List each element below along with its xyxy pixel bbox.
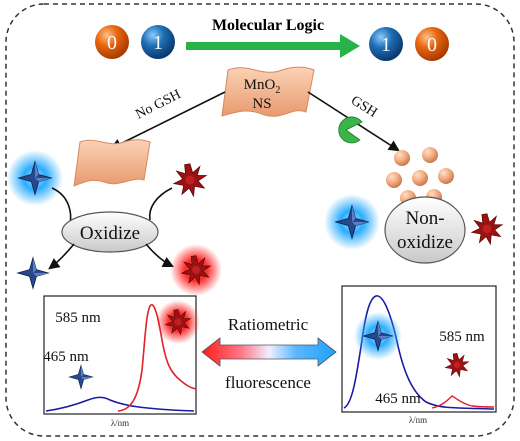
left-peak-465-label: 465 nm bbox=[43, 349, 89, 365]
mno2-nanosheet: MnO2 NS bbox=[221, 66, 315, 117]
right-spectrum-panel: 585 nm 465 nm λ/nm bbox=[341, 285, 497, 425]
nonoxidize-label-line2: oxidize bbox=[397, 232, 453, 253]
red-burst-icon-right bbox=[471, 213, 503, 245]
oxidize-ellipse bbox=[61, 211, 159, 253]
nonoxidize-label-line1: Non- bbox=[405, 208, 444, 229]
no-gsh-label: No GSH bbox=[133, 87, 183, 122]
ratiometric-double-arrow bbox=[201, 337, 337, 367]
ratiometric-section: Ratiometric fluorescence bbox=[201, 315, 337, 392]
output-ball-1 bbox=[369, 27, 403, 61]
output-ball-0 bbox=[415, 27, 449, 61]
right-peak-465-label: 465 nm bbox=[375, 391, 421, 407]
left-peak-585-label: 585 nm bbox=[55, 310, 101, 326]
ns-label: NS bbox=[252, 96, 271, 112]
logic-arrow bbox=[186, 34, 360, 58]
mno2-label: MnO2 bbox=[244, 77, 281, 96]
fluorescence-label: fluorescence bbox=[225, 373, 311, 392]
input-ball-0-label: 0 bbox=[107, 32, 117, 54]
right-peak-585-label: 585 nm bbox=[439, 329, 485, 345]
left-spectrum-blue-curve bbox=[45, 396, 195, 412]
input-ball-1 bbox=[141, 25, 175, 59]
ratiometric-label: Ratiometric bbox=[228, 315, 309, 334]
nonoxidize-ellipse bbox=[384, 196, 466, 264]
left-spectrum-red-curve bbox=[117, 303, 197, 412]
right-spectrum-red-curve bbox=[431, 395, 495, 409]
output-ball-1-label: 1 bbox=[381, 34, 391, 56]
left-axis-label: λ/nm bbox=[111, 418, 129, 428]
input-ball-0 bbox=[95, 25, 129, 59]
molecular-logic-title: Molecular Logic bbox=[212, 17, 324, 34]
no-gsh-arrow bbox=[109, 91, 226, 150]
left-spectrum-panel: 585 nm 465 nm λ/nm bbox=[43, 295, 200, 428]
input-ball-1-label: 1 bbox=[153, 32, 163, 54]
outer-dashed-frame bbox=[5, 3, 515, 437]
curve-arrow-red-in bbox=[148, 187, 173, 221]
curve-arrow-blue-out bbox=[48, 243, 75, 270]
left-nanosheet bbox=[73, 139, 151, 187]
output-ball-0-label: 0 bbox=[427, 34, 437, 56]
oxidize-label: Oxidize bbox=[80, 223, 140, 244]
curve-arrow-red-out bbox=[145, 243, 175, 268]
logic-row: 0 1 Molecular Logic 1 0 bbox=[95, 17, 449, 61]
gsh-molecule-icon bbox=[338, 116, 363, 144]
blue-star-icon-dark bbox=[17, 257, 49, 289]
red-burst-icon-top bbox=[173, 163, 207, 197]
right-axis-label: λ/nm bbox=[409, 415, 427, 425]
right-spectrum-blue-curve bbox=[343, 295, 495, 410]
